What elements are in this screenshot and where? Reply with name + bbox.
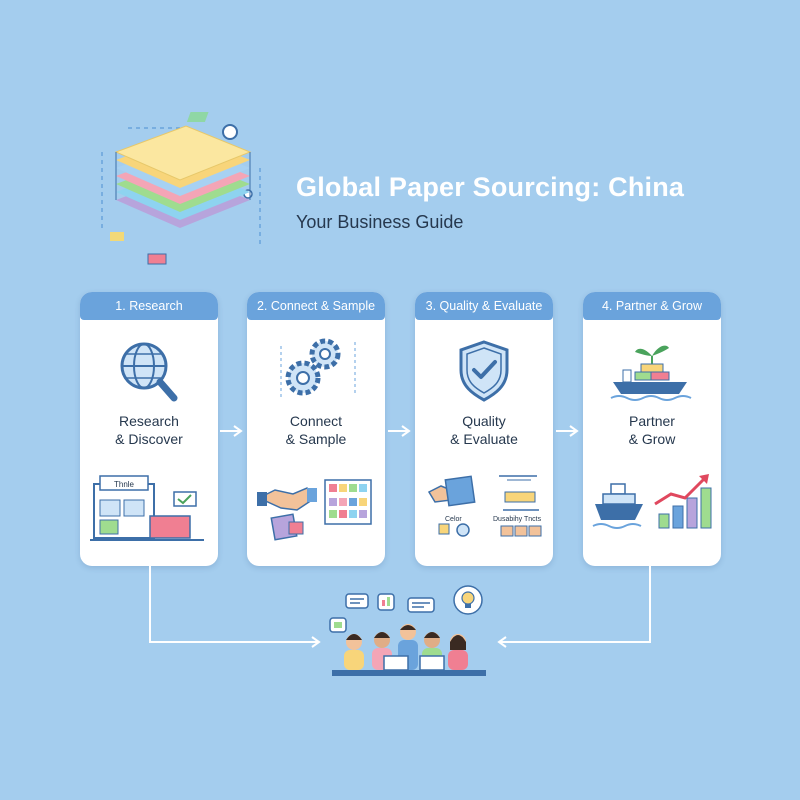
arrow-right-icon	[388, 425, 411, 437]
arrow-right-icon	[220, 425, 243, 437]
lightbulb-icon	[453, 585, 483, 615]
step-heading: 3. Quality & Evaluate	[415, 292, 553, 320]
ship-growth-icon	[592, 474, 712, 529]
step-label: Partner & Grow	[628, 413, 676, 447]
step-label: Connect & Sample	[285, 413, 347, 447]
globe-magnifier-icon	[120, 342, 178, 402]
marketplace-icon: Thnle	[90, 475, 204, 541]
growth-chart-icon	[654, 474, 712, 529]
step-card-partner: 4. Partner & Grow Partner & Grow	[583, 292, 721, 566]
ship-icon	[592, 483, 643, 529]
caption-color: Celor	[445, 516, 462, 523]
shield-check-icon	[459, 340, 509, 402]
step-card-quality: 3. Quality & Evaluate Quality & Evaluate…	[415, 292, 553, 566]
caption-durability: Dusabihy Tncts	[493, 516, 542, 523]
page-subtitle: Your Business Guide	[296, 212, 464, 232]
paper-stack-icon	[101, 112, 261, 265]
gears-icon	[280, 338, 356, 398]
step-heading: 1. Research	[80, 292, 218, 320]
sign-text: Thnle	[114, 480, 135, 489]
page-title: Global Paper Sourcing: China	[296, 172, 685, 202]
handshake-icon	[257, 479, 372, 541]
step-label: Quality & Evaluate	[450, 413, 518, 447]
team-meeting-icon	[329, 585, 486, 676]
inspection-icon	[427, 475, 542, 537]
arrow-right-icon	[556, 425, 579, 437]
step-heading: 4. Partner & Grow	[583, 292, 721, 320]
step-card-research: 1. Research Research & Discover Thnle	[80, 292, 218, 566]
step-label: Research & Discover	[115, 413, 183, 447]
cargo-ship-plant-icon	[610, 345, 692, 401]
step-card-connect: 2. Connect & Sample Connect & Sample	[247, 292, 385, 566]
step-heading: 2. Connect & Sample	[247, 292, 385, 320]
